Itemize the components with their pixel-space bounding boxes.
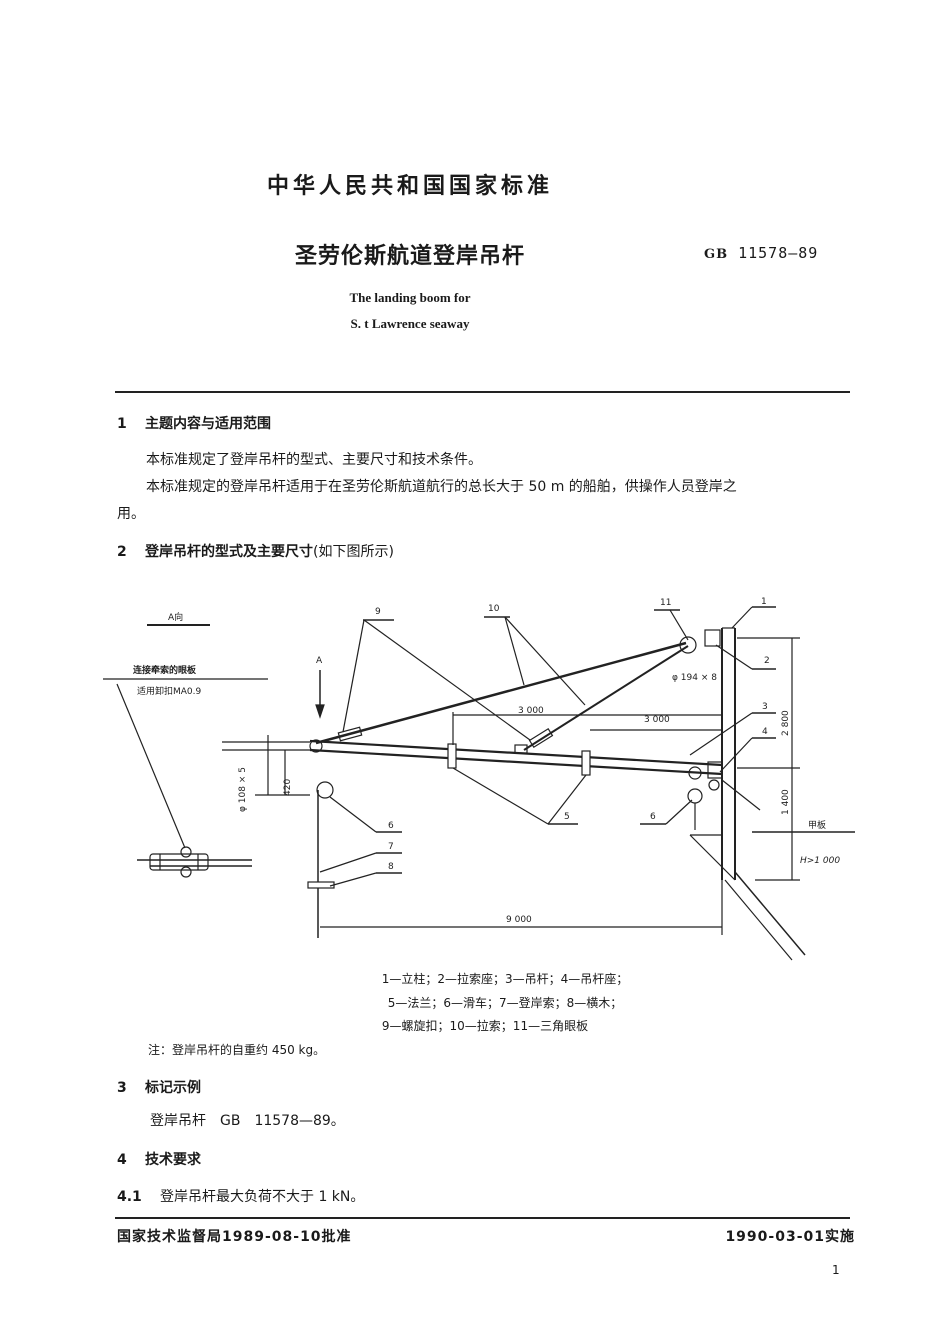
figure-legend-2: 5—法兰；6—滑车；7—登岸索；8—横木； — [387, 996, 623, 1010]
section-1-para-1: 本标准规定了登岸吊杆的型式、主要尺寸和技术条件。 — [146, 452, 482, 468]
dim-9000: 9 000 — [506, 915, 532, 925]
section-4-title: 技术要求 — [145, 1152, 201, 1168]
section-2-number: 2 — [117, 544, 127, 560]
callout-8: 8 — [388, 862, 394, 872]
page-number: 1 — [832, 1263, 840, 1277]
section-3-number: 3 — [117, 1080, 127, 1096]
section-4-heading: 4 技术要求 — [117, 1149, 201, 1169]
callout-2: 2 — [764, 656, 770, 666]
section-1-number: 1 — [117, 416, 127, 432]
deck-label: 甲板 — [808, 819, 826, 831]
dim-1400: 1 400 — [781, 789, 791, 815]
effective-date: 1990-03-01实施 — [725, 1229, 855, 1245]
dim-420: 420 — [283, 779, 293, 796]
dim-post-diameter: φ 194 × 8 — [672, 673, 717, 683]
standard-code: 11578—89 — [738, 244, 819, 262]
header-rule — [115, 391, 850, 393]
requirement-4-1: 4.1 登岸吊杆最大负荷不大于 1 kN。 — [117, 1186, 364, 1206]
section-1-para-2-cont: 用。 — [117, 506, 145, 522]
section-1-para-2: 本标准规定的登岸吊杆适用于在圣劳伦斯航道航行的总长大于 50 m 的船舶，供操作… — [146, 479, 737, 495]
section-2-heading: 2 登岸吊杆的型式及主要尺寸(如下图所示) — [117, 541, 394, 561]
standard-prefix: GB — [704, 247, 729, 262]
dim-3000-a: 3 000 — [518, 706, 544, 716]
marking-example: 登岸吊杆 GB 11578—89。 — [150, 1113, 345, 1129]
shackle-label: 适用卸扣MA0.9 — [137, 685, 202, 697]
requirement-4-1-number: 4.1 — [117, 1189, 142, 1205]
standard-title-cn: 圣劳伦斯航道登岸吊杆 — [294, 244, 525, 269]
section-3-heading: 3 标记示例 — [117, 1077, 201, 1097]
callout-7: 7 — [388, 842, 394, 852]
section-3-title: 标记示例 — [145, 1080, 201, 1096]
standard-title-en-1: The landing boom for — [349, 290, 471, 305]
callout-10: 10 — [488, 604, 500, 614]
dim-3000-b: 3 000 — [644, 715, 670, 725]
national-standard-title: 中华人民共和国国家标准 — [266, 174, 553, 199]
a-view-label: A向 — [168, 611, 183, 623]
callout-1: 1 — [761, 597, 767, 607]
requirement-4-1-text: 登岸吊杆最大负荷不大于 1 kN。 — [160, 1189, 365, 1205]
section-1-heading: 1 主题内容与适用范围 — [117, 413, 271, 433]
standard-title-en-2: S. t Lawrence seaway — [350, 316, 470, 331]
dim-2800: 2 800 — [781, 710, 791, 736]
callout-6-right: 6 — [650, 812, 656, 822]
height-label: H>1 000 — [800, 856, 840, 866]
callout-9: 9 — [375, 607, 381, 617]
figure-note: 注：登岸吊杆的自重约 450 kg。 — [148, 1043, 326, 1057]
eye-plate-label: 连接牵索的眼板 — [133, 664, 197, 676]
standard-number: GB 11578—89 — [704, 244, 818, 262]
callout-5: 5 — [564, 812, 570, 822]
section-2-title: 登岸吊杆的型式及主要尺寸 — [145, 544, 313, 560]
section-1-title: 主题内容与适用范围 — [145, 416, 271, 432]
approval-date: 国家技术监督局1989-08-10批准 — [117, 1229, 352, 1245]
footer-rule — [115, 1217, 850, 1219]
callout-6-left: 6 — [388, 821, 394, 831]
figure-legend-1: 1—立柱；2—拉索座；3—吊杆；4—吊杆座； — [381, 972, 629, 986]
callout-3: 3 — [762, 702, 768, 712]
dim-boom-diameter: φ 108 × 5 — [238, 767, 248, 812]
section-2-note: (如下图所示) — [313, 544, 394, 560]
callout-4: 4 — [762, 727, 768, 737]
figure-legend-3: 9—螺旋扣；10—拉索；11—三角眼板 — [381, 1019, 589, 1033]
callout-11: 11 — [660, 598, 671, 608]
section-4-number: 4 — [117, 1152, 127, 1168]
view-arrow-label: A — [316, 656, 323, 666]
